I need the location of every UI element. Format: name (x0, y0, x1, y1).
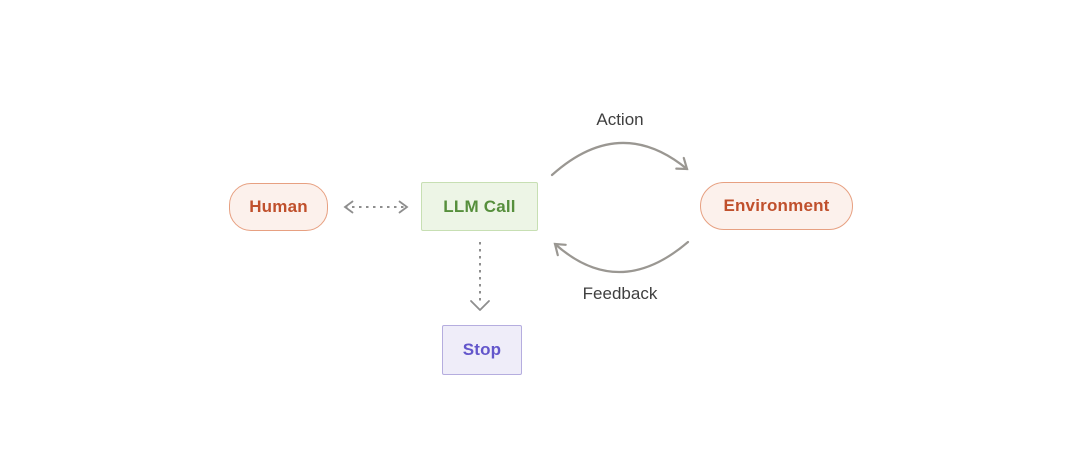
action-edge-label: Action (596, 110, 644, 129)
action-arrow (550, 141, 689, 177)
node-human-label: Human (249, 197, 308, 216)
node-llm-call-label: LLM Call (443, 196, 516, 216)
node-human: Human (229, 183, 328, 231)
feedback-arrow (553, 240, 690, 274)
feedback-edge-label: Feedback (582, 284, 658, 303)
node-stop-label: Stop (462, 340, 502, 359)
node-stop: Stop (442, 325, 522, 375)
node-llm-call: LLM Call (421, 182, 538, 231)
node-environment-label: Environment (723, 196, 830, 215)
node-environment: Environment (700, 182, 853, 230)
llm-stop-arrowhead (470, 300, 490, 311)
